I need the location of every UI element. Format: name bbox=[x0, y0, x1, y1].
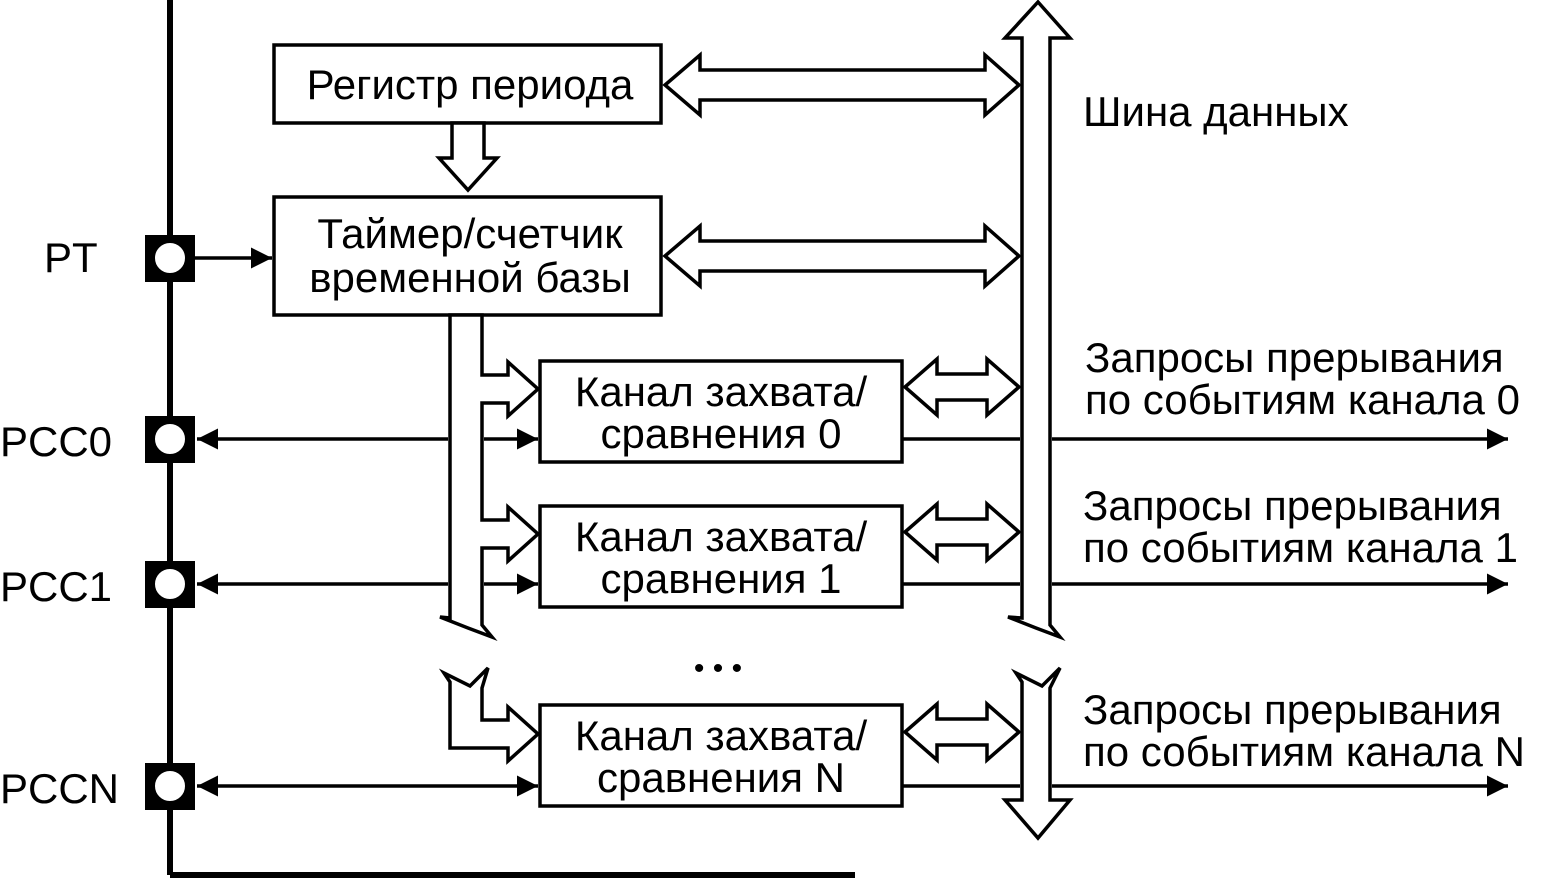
channelN-label-line2: сравнения N bbox=[597, 754, 845, 801]
pin-pcc1 bbox=[145, 561, 195, 608]
data-bus-label: Шина данных bbox=[1083, 88, 1349, 135]
pin-pccn bbox=[145, 763, 195, 810]
pin-pcc0 bbox=[145, 416, 195, 463]
channel0-block bbox=[538, 359, 904, 464]
arrow-period-to-timer bbox=[435, 121, 501, 193]
arrow-channel1-bus bbox=[902, 500, 1022, 564]
period-register-label: Регистр периода bbox=[307, 61, 634, 108]
irqN-label-line1: Запросы прерывания bbox=[1083, 686, 1502, 733]
pin-label-pccn: PCCN bbox=[0, 765, 119, 812]
timer-label-line2: временной базы bbox=[309, 254, 631, 301]
data-bus-lower bbox=[1001, 666, 1074, 841]
channels-ellipsis: • • • bbox=[694, 652, 742, 685]
data-bus-upper bbox=[1001, 0, 1074, 641]
arrow-channel0-bus bbox=[902, 355, 1022, 419]
pin-label-pt: PT bbox=[44, 234, 98, 281]
channel0-label-line2: сравнения 0 bbox=[600, 410, 841, 457]
timebase-bus-upper bbox=[439, 313, 541, 641]
irq0-label-line1: Запросы прерывания bbox=[1085, 334, 1504, 381]
channel0-label-line1: Канал захвата/ bbox=[575, 368, 868, 415]
arrow-channelN-bus bbox=[902, 700, 1022, 764]
channelN-label-line1: Канал захвата/ bbox=[575, 712, 868, 759]
pin-label-pcc0: PCC0 bbox=[0, 418, 112, 465]
arrow-period-register-bus bbox=[662, 51, 1022, 119]
arrow-timer-bus bbox=[662, 222, 1022, 290]
channel1-block bbox=[538, 504, 904, 609]
channel1-label-line1: Канал захвата/ bbox=[575, 513, 868, 560]
channelN-block bbox=[538, 703, 904, 808]
channel1-label-line2: сравнения 1 bbox=[600, 555, 841, 602]
timebase-bus-lower bbox=[438, 666, 541, 765]
pin-label-pcc1: PCC1 bbox=[0, 563, 112, 610]
period-register-block bbox=[272, 43, 663, 125]
irqN-label-line2: по событиям канала N bbox=[1083, 728, 1525, 775]
timer-label-line1: Таймер/счетчик bbox=[317, 210, 623, 257]
irq0-label-line2: по событиям канала 0 bbox=[1085, 376, 1520, 423]
pin-pt bbox=[145, 235, 195, 282]
irq1-label-line2: по событиям канала 1 bbox=[1083, 524, 1518, 571]
timer-block bbox=[272, 195, 663, 317]
irq1-label-line1: Запросы прерывания bbox=[1083, 482, 1502, 529]
